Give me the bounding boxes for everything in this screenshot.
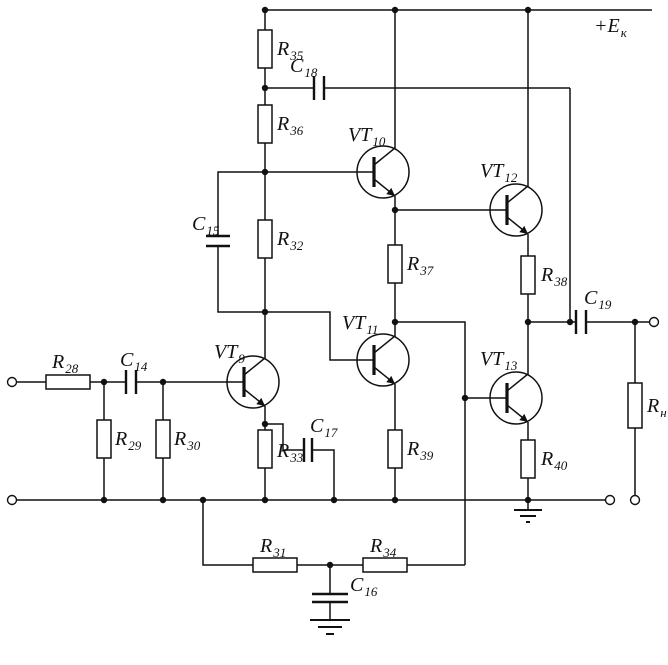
junction-dot [261,168,269,176]
junction-dot [524,496,532,504]
junction-dot [391,318,399,326]
label-rn: Rн [646,395,667,420]
transistor-vt9 [226,355,280,409]
label-vt13: VT13 [480,348,518,373]
resistor-r40 [520,439,536,479]
junction-dot [159,496,167,504]
capacitor-c16 [312,592,348,604]
resistor-r30 [155,419,171,459]
input-terminal-bottom [6,494,18,506]
label-c15: C15 [192,213,220,238]
label-r28: R28 [51,351,79,376]
junction-dot [326,561,334,569]
label-r34: R34 [369,535,397,560]
vt13-emitter-arrow [506,404,529,423]
label-c18: C18 [290,55,318,80]
junction-dot [261,308,269,316]
capacitor-c17 [302,438,314,462]
label-vt11: VT11 [342,312,378,337]
power-label: +Eк [594,15,628,40]
resistor-r33 [257,429,273,469]
vt12-emitter-arrow [506,216,529,235]
resistor-r36 [257,104,273,144]
common-terminal [604,494,616,506]
junction-dot [461,394,469,402]
label-r38: R38 [540,264,568,289]
label-c17: C17 [310,415,338,440]
resistor-r31 [252,557,298,573]
junction-dot [524,318,532,326]
junction-dot [391,496,399,504]
resistor-r28 [45,374,91,390]
label-vt10: VT10 [348,124,386,149]
junction-dot [261,496,269,504]
vt11-emitter-arrow [373,366,396,385]
label-r29: R29 [114,428,142,453]
vt9-emitter-arrow [243,388,266,407]
label-r37: R37 [406,253,434,278]
circuit-wiring [16,9,652,620]
junction-dot [261,84,269,92]
label-r30: R30 [173,428,201,453]
label-vt9: VT9 [214,341,245,366]
label-c19: C19 [584,287,612,312]
label-r40: R40 [540,448,568,473]
label-r31: R31 [259,535,286,560]
junction-dot [100,378,108,386]
label-r33: R33 [276,440,304,465]
resistor-r32 [257,219,273,259]
label-vt12: VT12 [480,160,518,185]
ground-symbol-c16 [310,619,350,635]
junction-dot [100,496,108,504]
capacitor-c19 [574,310,588,334]
label-r39: R39 [406,438,434,463]
label-r32: R32 [276,228,304,253]
label-c14: C14 [120,349,148,374]
junction-dot [391,6,399,14]
junction-dot [566,318,574,326]
resistor-r35 [257,29,273,69]
resistor-r39 [387,429,403,469]
label-c16: C16 [350,574,378,599]
junction-dot [159,378,167,386]
input-terminal-top [6,376,18,388]
junction-dot [524,6,532,14]
resistor-r29 [96,419,112,459]
resistor-r34 [362,557,408,573]
junction-dots [100,6,639,569]
label-r35: R35 [276,38,304,63]
junction-dot [261,420,269,428]
junction-dot [261,6,269,14]
junction-dot [330,496,338,504]
resistor-r38 [520,255,536,295]
capacitor-c18 [312,76,326,100]
capacitor-c15 [206,234,230,248]
junction-dot [391,206,399,214]
junction-dot [631,318,639,326]
label-r36: R36 [276,113,304,138]
capacitor-c14 [124,370,138,394]
load-terminal [629,494,641,506]
resistor-r37 [387,244,403,284]
ground-symbol-output [514,509,542,523]
junction-dot [199,496,207,504]
vt10-emitter-arrow [373,178,396,197]
output-terminal-top [648,316,660,328]
resistor-rn [627,382,643,429]
